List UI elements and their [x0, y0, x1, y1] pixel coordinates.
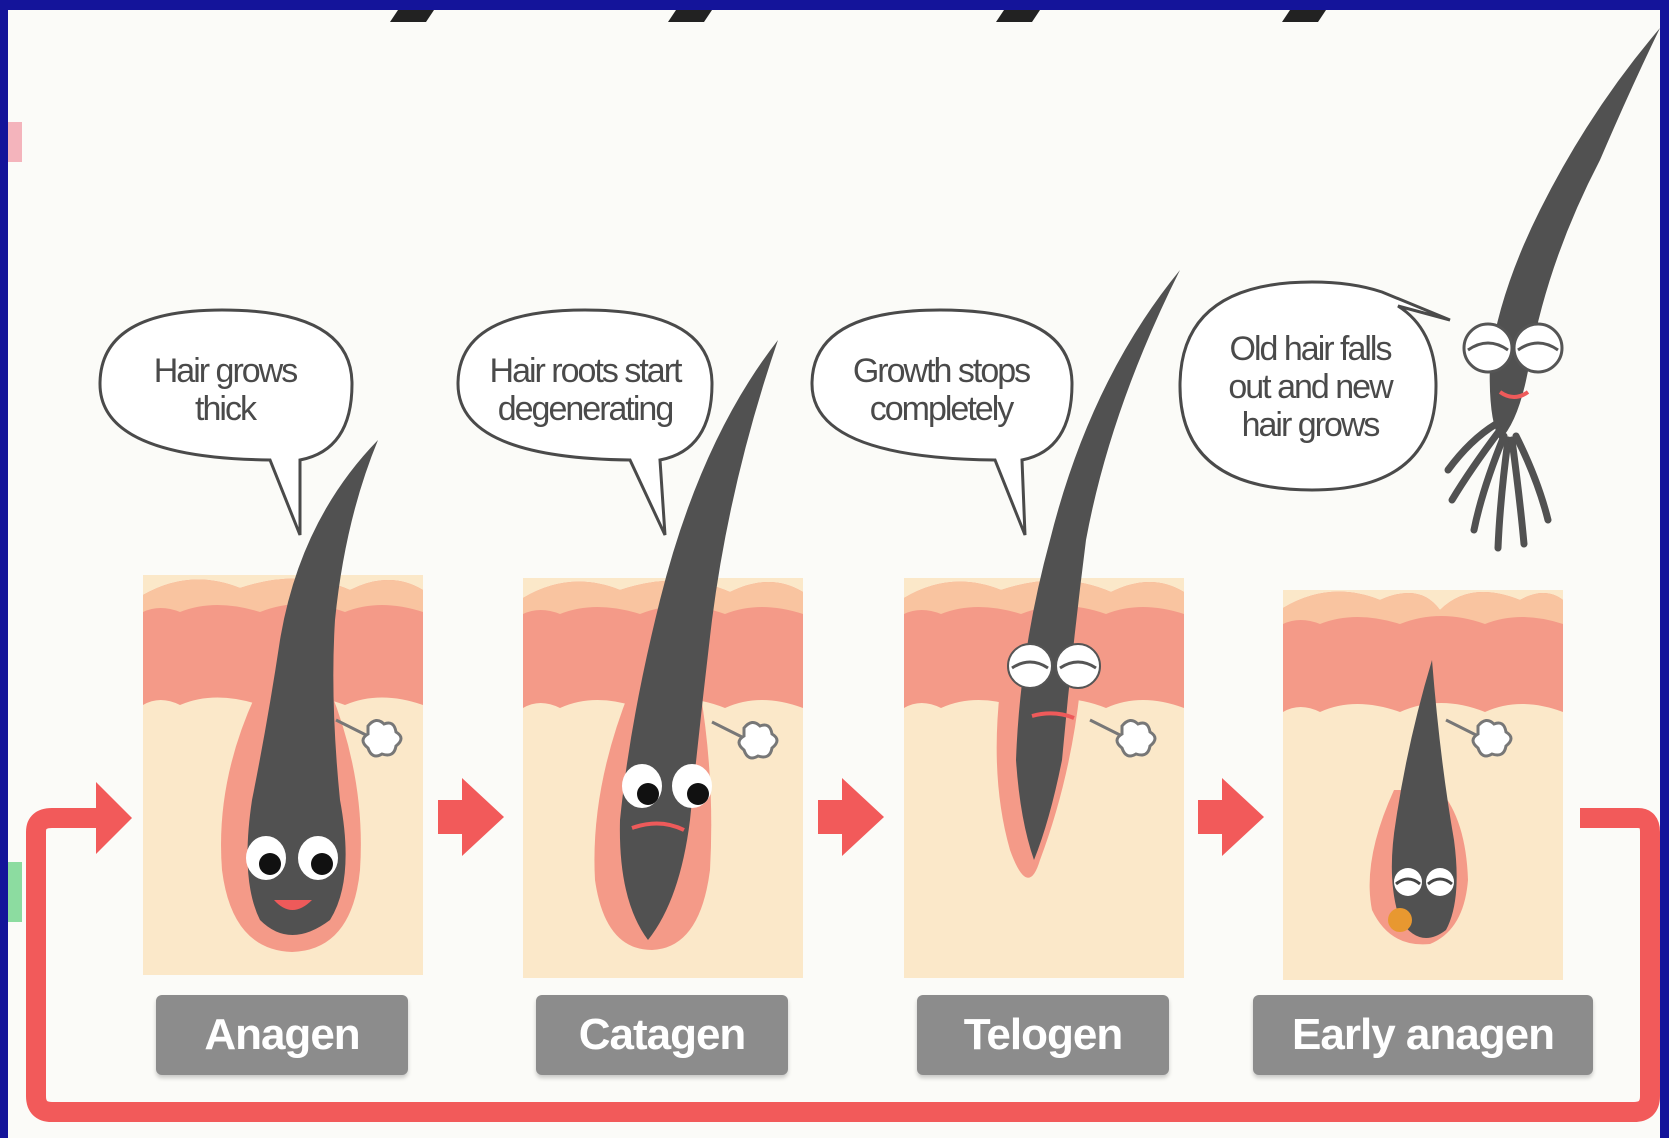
loop-arrowhead — [96, 782, 132, 854]
label-telogen: Telogen — [917, 995, 1169, 1075]
step-arrow-2 — [818, 778, 884, 856]
step-arrow-1 — [438, 778, 504, 856]
bubble-early-anagen-text: Old hair falls out and new hair grows — [1190, 330, 1430, 444]
bubble-anagen-text: Hair grows thick — [115, 352, 335, 428]
step-arrow-3 — [1198, 778, 1264, 856]
label-early-anagen: Early anagen — [1253, 995, 1593, 1075]
label-catagen: Catagen — [536, 995, 788, 1075]
bubble-catagen-text: Hair roots start degenerating — [460, 352, 710, 428]
bubble-telogen-text: Growth stops completely — [815, 352, 1067, 428]
label-anagen: Anagen — [156, 995, 408, 1075]
top-marks — [390, 10, 1326, 22]
falling-old-hair-character — [1448, 28, 1660, 548]
